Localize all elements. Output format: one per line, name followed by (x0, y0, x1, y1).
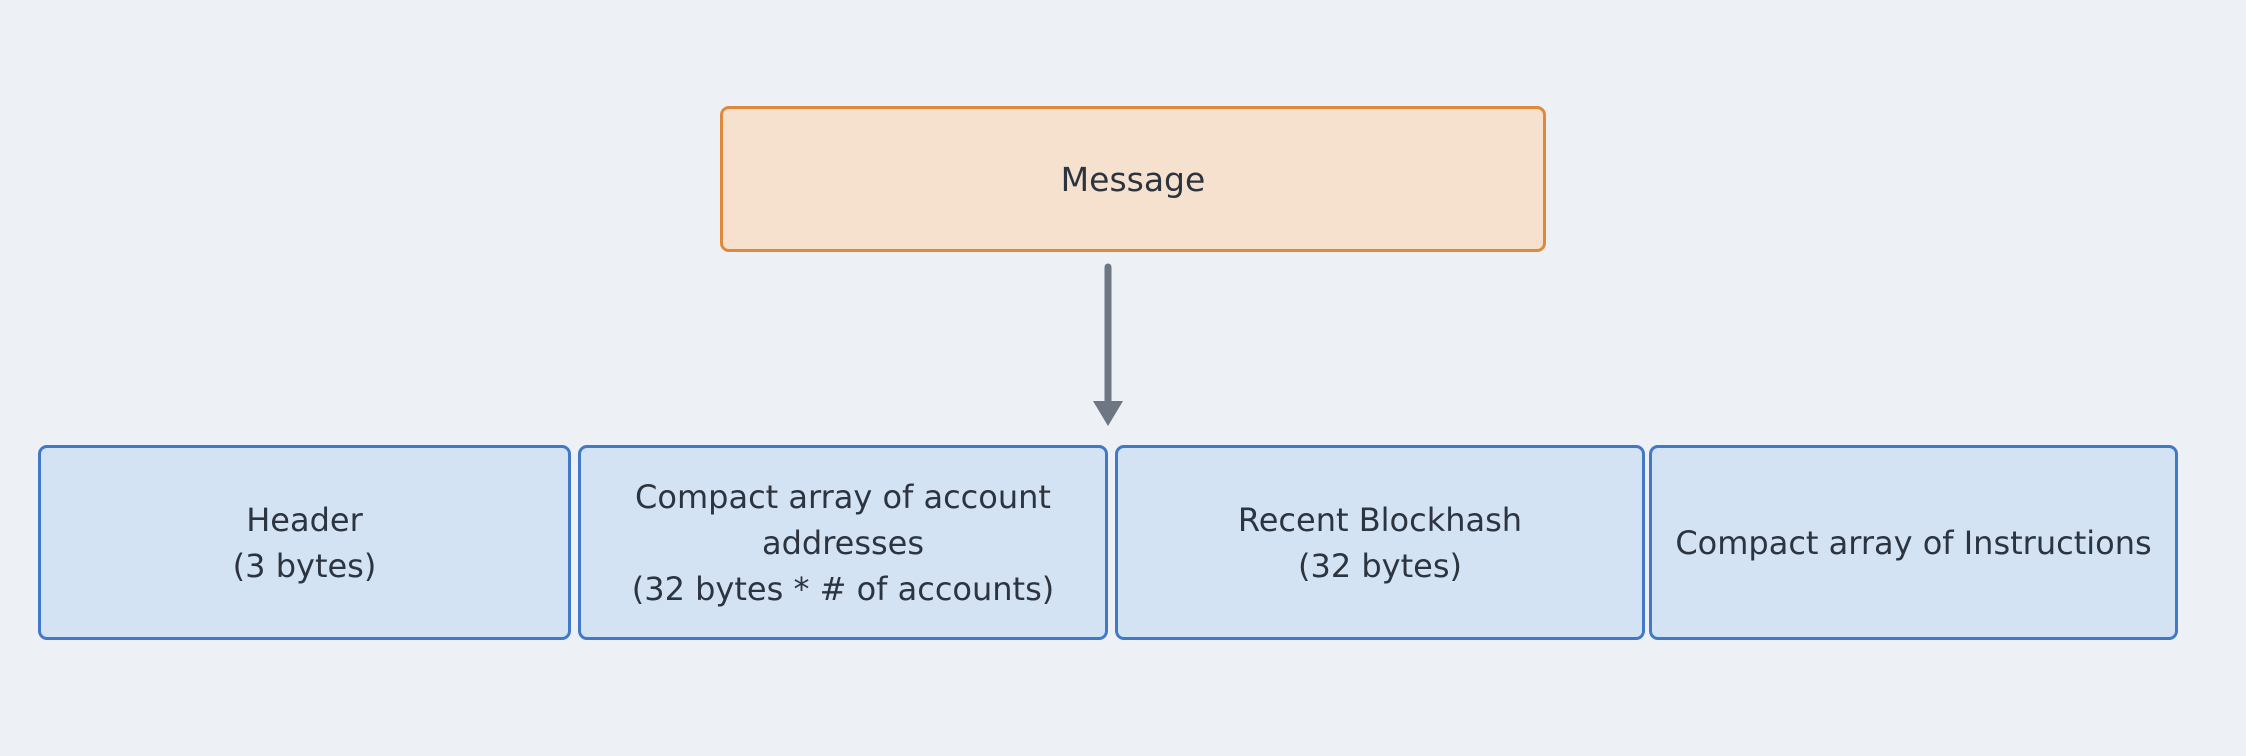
segment-label-line: (3 bytes) (232, 546, 377, 585)
segment-label-line: Recent Blockhash (1237, 500, 1523, 539)
segment-label-line: addresses (761, 523, 925, 562)
segment-label-line: Header (246, 500, 363, 539)
down-arrow-icon (1093, 263, 1123, 426)
segment-label-line: (32 bytes) (1297, 546, 1462, 585)
message-box: Message (720, 106, 1546, 252)
segment-recent-blockhash: Recent Blockhash (32 bytes) (1115, 445, 1645, 640)
message-box-label: Message (1060, 159, 1206, 199)
segment-label-line: (32 bytes * # of accounts) (631, 569, 1055, 608)
segment-account-addresses: Compact array of account addresses (32 b… (578, 445, 1108, 640)
segment-label-line: Compact array of Instructions (1675, 523, 2152, 562)
segment-instructions: Compact array of Instructions (1649, 445, 2178, 640)
segment-header: Header (3 bytes) (38, 445, 571, 640)
segment-label-line: Compact array of account (635, 477, 1051, 516)
